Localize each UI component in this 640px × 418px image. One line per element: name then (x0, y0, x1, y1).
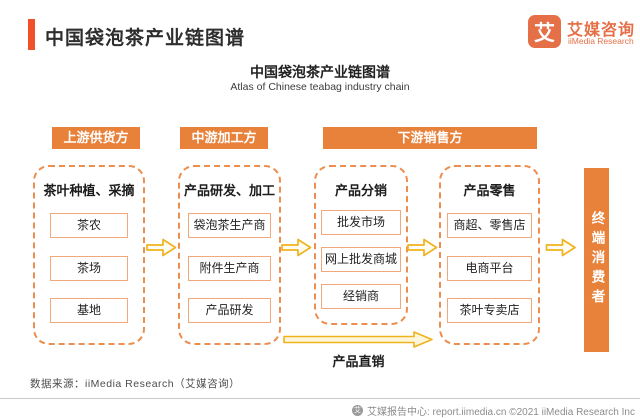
column-header: 产品零售 (463, 183, 516, 198)
end-consumer-bar: 终端消费者 (584, 168, 609, 352)
iimedia-logo-icon: 艾 (528, 15, 561, 48)
flow-arrow-icon (281, 238, 312, 257)
iimedia-mark-icon: 艾 (351, 405, 363, 416)
stage-badge-downstream: 下游销售方 (323, 127, 537, 149)
node-ecommerce-platform: 电商平台 (447, 256, 532, 281)
column-tea-planting: 茶叶种植、采摘 茶农 茶场 基地 (33, 165, 145, 345)
node-base: 基地 (50, 298, 128, 323)
node-teabag-manufacturer: 袋泡茶生产商 (188, 213, 271, 238)
node-online-wholesale-mall: 网上批发商城 (321, 247, 401, 272)
node-tea-specialty-store: 茶叶专卖店 (447, 298, 532, 323)
node-wholesale-market: 批发市场 (321, 210, 401, 235)
logo-name-cn: 艾媒咨询 (567, 22, 636, 39)
column-header: 茶叶种植、采摘 (43, 183, 135, 198)
logo-name-en: iiMedia Research (568, 36, 634, 46)
node-tea-farm: 茶场 (50, 256, 128, 281)
node-product-rd: 产品研发 (188, 298, 271, 323)
flow-arrow-icon (146, 238, 177, 257)
end-consumer-label: 终端消费者 (589, 211, 605, 309)
footer-text: 艾媒报告中心: report.iimedia.cn ©2021 iiMedia … (366, 407, 635, 418)
direct-sales-arrow-icon (283, 331, 433, 348)
footer-report-line: 艾 艾媒报告中心: report.iimedia.cn ©2021 iiMedi… (351, 403, 635, 418)
column-distribution: 产品分销 批发市场 网上批发商城 经销商 (314, 165, 408, 325)
node-dealer: 经销商 (321, 284, 401, 309)
chart-title: 中国袋泡茶产业链图谱 (250, 64, 390, 80)
chart-subtitle: Atlas of Chinese teabag industry chain (230, 81, 410, 93)
flow-arrow-icon (545, 238, 576, 257)
flow-arrow-icon (407, 238, 438, 257)
column-header: 产品研发、加工 (183, 183, 275, 198)
node-tea-farmer: 茶农 (50, 213, 128, 238)
column-rd-processing: 产品研发、加工 袋泡茶生产商 附件生产商 产品研发 (178, 165, 281, 345)
stage-badge-upstream: 上游供货方 (52, 127, 140, 149)
node-supermarket-retail: 商超、零售店 (447, 213, 532, 238)
node-accessory-manufacturer: 附件生产商 (188, 256, 271, 281)
column-header: 产品分销 (334, 183, 387, 198)
title-accent-bar (28, 19, 35, 50)
page-title: 中国袋泡茶产业链图谱 (45, 28, 246, 49)
data-source-note: 数据来源：iiMedia Research（艾媒咨询） (30, 378, 241, 390)
direct-sales-label: 产品直销 (332, 354, 385, 369)
stage-badge-midstream: 中游加工方 (180, 127, 268, 149)
footer-divider (0, 398, 640, 399)
column-retail: 产品零售 商超、零售店 电商平台 茶叶专卖店 (439, 165, 540, 345)
